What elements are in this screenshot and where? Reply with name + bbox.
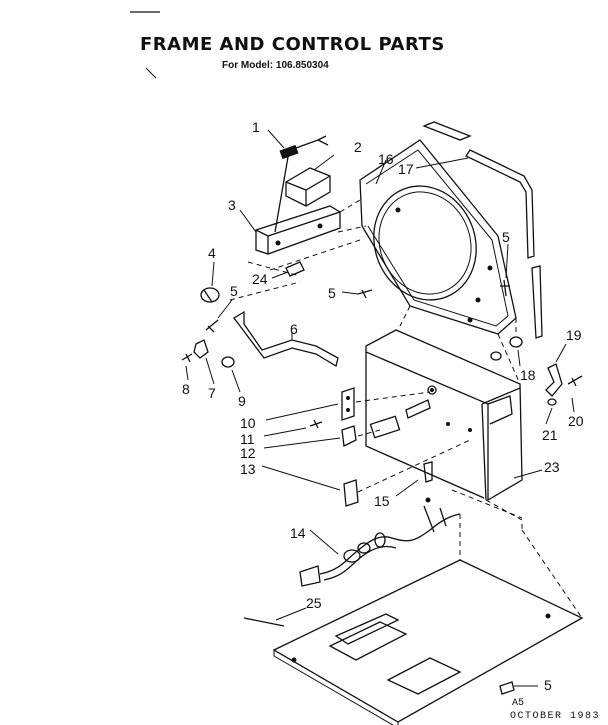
callout-23: 23	[544, 459, 560, 475]
part-4-knob	[200, 261, 220, 303]
part-3-bracket	[239, 205, 341, 255]
part-2-control-box	[285, 154, 335, 207]
callout-7: 7	[208, 385, 216, 401]
parts-10-13-switches	[261, 387, 359, 507]
part-24-clip	[271, 261, 305, 279]
revision-date: OCTOBER 1983	[510, 711, 601, 722]
part-15-screw	[395, 461, 433, 503]
part-25-base	[243, 559, 584, 725]
callout-labels: 1 2 3 4 5 5 5 5 6 7 8 9 10 11 12 13 14 1…	[182, 119, 584, 693]
callout-19: 19	[566, 327, 582, 343]
model-subtitle: For Model: 106.850304	[222, 60, 329, 71]
assembly-guides	[229, 199, 583, 619]
callout-20: 20	[568, 413, 584, 429]
callout-10: 10	[240, 415, 256, 431]
callout-21: 21	[542, 427, 558, 443]
part-16-panel	[359, 139, 517, 335]
parts-7-8-9	[181, 339, 241, 393]
callout-5d: 5	[544, 677, 552, 693]
callout-6: 6	[290, 321, 298, 337]
callout-25: 25	[306, 595, 322, 611]
part-23-housing	[365, 329, 543, 502]
callout-1: 1	[252, 119, 260, 135]
part-18-nut	[490, 336, 523, 367]
callout-3: 3	[228, 197, 236, 213]
part-14-harness	[299, 505, 461, 587]
page-code: A5	[512, 698, 525, 709]
callout-14: 14	[290, 525, 306, 541]
diagram-title: FRAME AND CONTROL PARTS	[140, 34, 445, 55]
callout-18: 18	[520, 367, 536, 383]
part-17-frame-bar	[415, 121, 543, 339]
callout-5a: 5	[230, 283, 238, 299]
callout-9: 9	[238, 393, 246, 409]
callout-24: 24	[252, 271, 268, 287]
callout-11: 11	[240, 431, 255, 447]
callout-5c: 5	[502, 229, 510, 245]
screws-5	[205, 243, 538, 695]
callout-2: 2	[354, 139, 362, 155]
callout-5b: 5	[328, 285, 336, 301]
callout-8: 8	[182, 381, 190, 397]
parts-19-21-pipe	[545, 343, 583, 425]
callout-15: 15	[374, 493, 390, 509]
callout-16: 16	[378, 151, 394, 167]
callout-13: 13	[240, 461, 256, 477]
part-6-linkage	[233, 310, 339, 368]
corner-tick	[145, 67, 157, 79]
part-1-sensor	[267, 129, 329, 233]
callout-4: 4	[208, 245, 216, 261]
callout-17: 17	[398, 161, 414, 177]
callout-12: 12	[240, 445, 256, 461]
